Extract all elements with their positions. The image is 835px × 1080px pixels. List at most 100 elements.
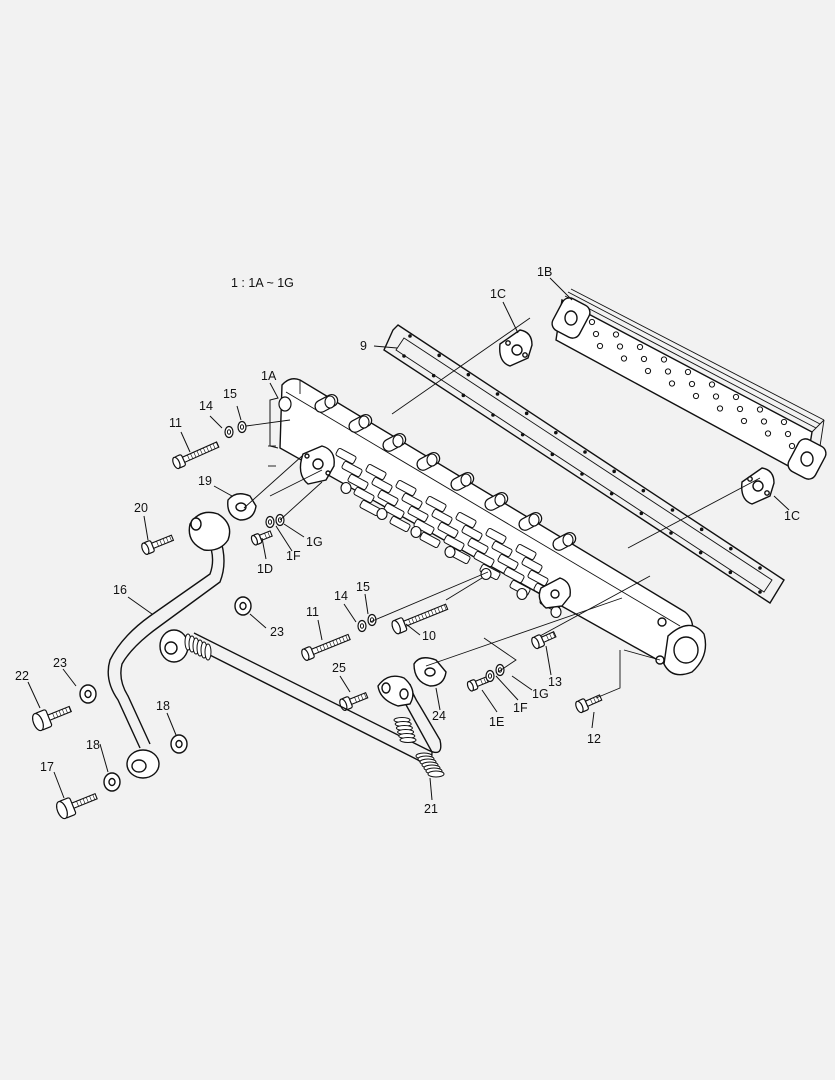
- bolt-thread: [264, 533, 267, 539]
- gasket-hole: [699, 527, 704, 532]
- gasket-hole: [583, 450, 587, 454]
- callout-labels: 1 : 1A ~ 1G 1B 1C 9 1A 15 14 11 19 1C 20…: [15, 265, 800, 816]
- bolt-thread: [480, 679, 483, 685]
- bolt-11-top: [172, 441, 220, 470]
- callout-1F-bottom: 1F: [513, 701, 528, 715]
- tube-end: [460, 473, 472, 487]
- housing-fin: [401, 492, 423, 510]
- housing-fin: [461, 524, 483, 542]
- housing-fin: [425, 495, 447, 513]
- gasket-hole: [550, 452, 555, 457]
- gasket-hole: [495, 392, 500, 396]
- housing-fin: [431, 508, 453, 526]
- bolt-thread: [552, 632, 556, 638]
- callout-19: 19: [198, 474, 212, 488]
- bolt-1E: [466, 676, 489, 692]
- core-hole: [732, 393, 740, 401]
- bolt-thread: [79, 799, 83, 806]
- bolt-thread: [408, 619, 411, 625]
- bolt-thread: [549, 633, 553, 639]
- leader-lines: [27, 277, 790, 801]
- core-hole: [708, 381, 716, 388]
- callout-15-top: 15: [223, 387, 237, 401]
- bolt-thread: [329, 641, 332, 648]
- callout-11-top: 11: [169, 416, 182, 430]
- gasket-hole: [402, 354, 406, 358]
- bolt-head-face: [172, 456, 181, 470]
- callout-16: 16: [113, 583, 127, 597]
- callout-13: 13: [548, 675, 562, 689]
- core-hole: [664, 368, 672, 375]
- callout-1B: 1B: [537, 265, 552, 279]
- core-flange-bottom: [787, 438, 827, 480]
- callout-10: 10: [422, 629, 436, 643]
- housing-boss: [278, 396, 292, 412]
- bolt-thread: [187, 454, 190, 461]
- housing-fin: [377, 489, 399, 507]
- callout-9: 9: [360, 339, 367, 353]
- bolt-head-face: [391, 619, 401, 635]
- bolt-thread: [430, 609, 434, 616]
- callout-1C-bottom: 1C: [784, 509, 800, 523]
- core-hole: [644, 367, 652, 375]
- bolt-thread: [360, 694, 364, 700]
- housing-fin: [491, 540, 513, 558]
- bolt-thread: [55, 711, 59, 718]
- housing-fin: [527, 569, 549, 587]
- core-hole: [636, 343, 644, 351]
- washer-hole: [359, 623, 365, 629]
- bolt-thread: [354, 697, 357, 703]
- housing-fin: [455, 511, 477, 529]
- gasket-part-24: [413, 657, 447, 687]
- bolt-thread: [209, 444, 213, 451]
- pipe-part-16: [107, 511, 231, 779]
- core-hole: [592, 330, 600, 338]
- core-hole: [616, 343, 624, 350]
- bolt-thread: [169, 535, 172, 542]
- core-hole: [688, 380, 696, 388]
- bolt-thread: [162, 538, 166, 544]
- housing-fin: [503, 566, 525, 584]
- bolt-thread: [89, 795, 92, 802]
- core-hole: [740, 417, 748, 425]
- bolt-thread: [159, 539, 163, 546]
- gasket-hole: [670, 508, 675, 512]
- gasket-hole: [758, 566, 762, 570]
- tube-end: [324, 395, 336, 409]
- gasket-hole: [669, 531, 673, 535]
- washer-part-18-left: [103, 772, 121, 792]
- housing-boss: [480, 567, 492, 581]
- core-hole: [784, 430, 792, 438]
- gasket-hole: [698, 550, 703, 555]
- bolt-thread: [199, 449, 203, 455]
- housing-boss: [410, 525, 422, 539]
- core-hole: [668, 380, 676, 387]
- housing-flange-mid: [538, 577, 571, 609]
- bolt-10: [391, 603, 449, 635]
- housing-boss: [376, 507, 388, 521]
- bellows-ring: [427, 770, 445, 778]
- bolt-head-face: [575, 700, 584, 714]
- bolt-head-face: [301, 648, 310, 661]
- bolt-thread: [190, 453, 194, 459]
- gasket-1C-bottom: [741, 467, 775, 505]
- bolt-shank: [402, 603, 449, 628]
- callout-23-left: 23: [53, 656, 67, 670]
- callout-20: 20: [134, 501, 148, 515]
- callout-21: 21: [424, 802, 438, 816]
- callout-18-right: 18: [156, 699, 170, 713]
- bolt-thread: [203, 447, 206, 454]
- callout-25: 25: [332, 661, 346, 675]
- callout-1C-top: 1C: [490, 287, 506, 301]
- gasket-hole: [639, 511, 644, 516]
- bolt-25: [339, 691, 369, 711]
- bolt-22: [32, 705, 73, 732]
- bolt-thread: [338, 637, 342, 644]
- bolt-thread: [411, 617, 415, 624]
- bolt-11-mid: [301, 633, 351, 661]
- housing-fin: [497, 553, 519, 571]
- housing-fin: [341, 460, 363, 478]
- housing-fin: [521, 556, 543, 574]
- core-hole: [588, 318, 596, 326]
- housing-fin: [407, 505, 429, 523]
